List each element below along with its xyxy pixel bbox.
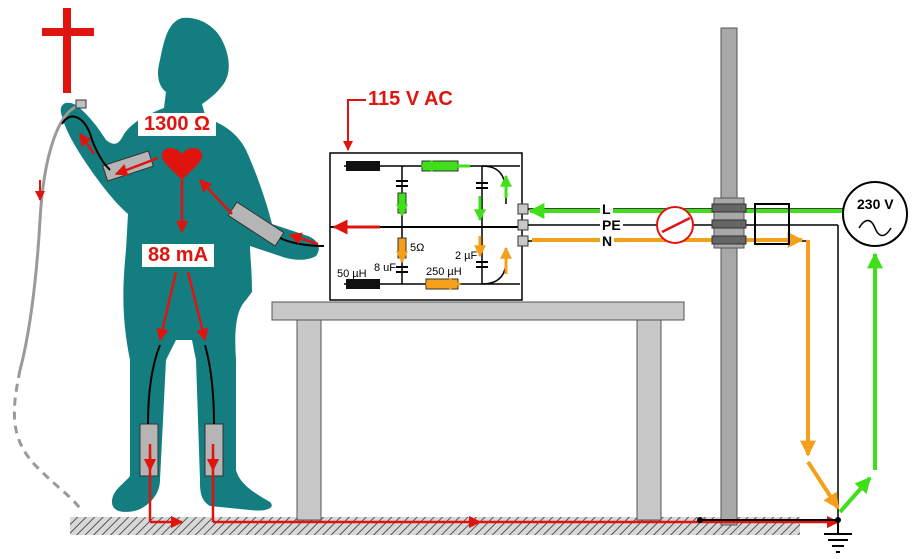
table: [271, 301, 685, 521]
pe-label: PE: [600, 217, 623, 233]
wire-right-leg: [204, 344, 215, 425]
terminal-l: [517, 203, 529, 215]
neutral-label: N: [600, 233, 615, 249]
capacitor-top: [396, 180, 408, 187]
switch-icon: [656, 206, 694, 244]
inductor-small-label: 250 µH: [426, 266, 462, 278]
line-label: L: [600, 201, 613, 217]
source-voltage-label: 230 V: [857, 196, 894, 212]
ground-floor: [70, 517, 800, 535]
ground-icon: [824, 520, 852, 553]
wire-left-arm: [61, 115, 111, 171]
capacitor-bottom: [396, 266, 408, 273]
metal-pole: [720, 27, 738, 526]
cable-dashed: [12, 369, 84, 513]
device-voltage-label: 115 V AC: [368, 88, 453, 110]
cable-plug: [75, 99, 87, 109]
current-label: 88 mA: [142, 244, 215, 267]
ac-source-icon: [842, 181, 908, 247]
capacitor-label: 8 uF: [374, 262, 397, 274]
terminal-n: [517, 235, 529, 247]
resistance-label: 1300 Ω: [138, 113, 217, 136]
capacitor-small-label: 2 µF: [455, 250, 478, 262]
capacitor-right-top: [476, 182, 488, 189]
hand-electrode-right: [227, 201, 285, 247]
inductor-top: [346, 161, 380, 171]
capacitor-right-bottom: [476, 261, 488, 268]
voltage-pointer: [343, 99, 366, 151]
inductor-large-label: 50 µH: [337, 268, 367, 280]
resistor-label: 5Ω: [410, 242, 425, 254]
cross-icon: [42, 8, 94, 93]
inductor-bottom: [346, 279, 380, 289]
wire-left-leg: [147, 344, 161, 425]
cable-solid: [18, 104, 79, 371]
heart-icon: [161, 148, 203, 180]
current-transformer: [754, 203, 790, 245]
terminal-pe: [517, 219, 529, 231]
